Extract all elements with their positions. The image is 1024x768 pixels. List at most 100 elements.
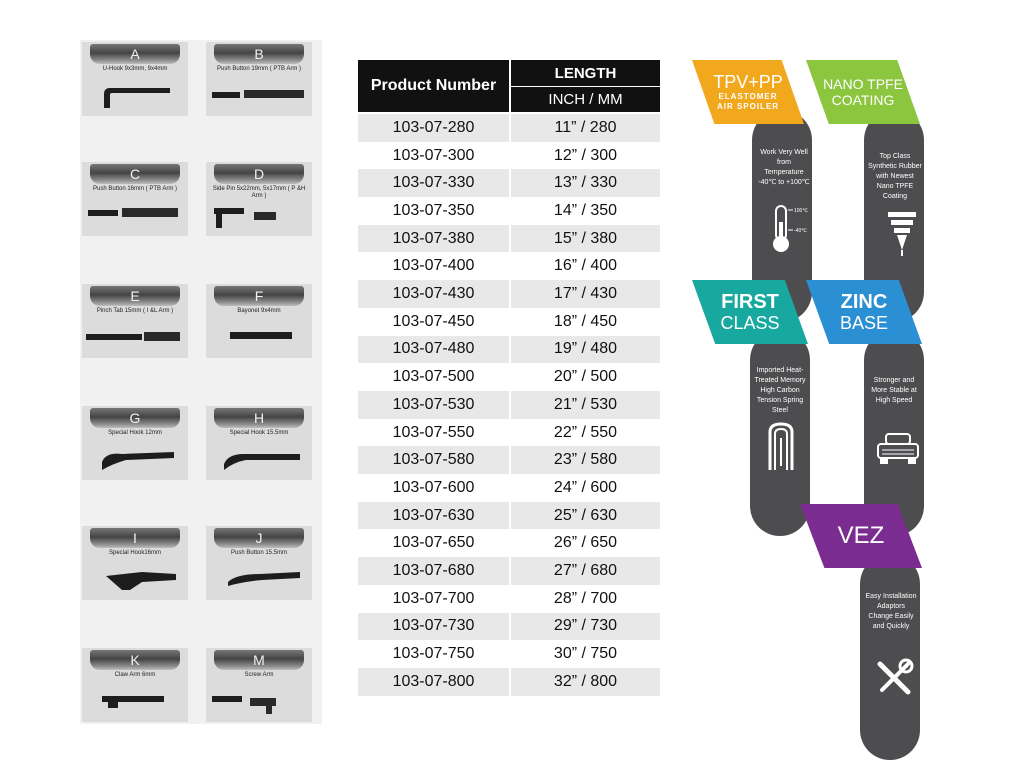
adapter-letter: A (130, 46, 140, 62)
adapter-image (224, 454, 300, 470)
first-class-title-1: FIRST (721, 291, 779, 313)
spring-steel-icon (768, 422, 794, 470)
adapter-letter: E (130, 288, 140, 304)
adapter-image (106, 572, 176, 590)
adapter-tray (90, 528, 180, 548)
length-cell: 13” / 330 (553, 174, 618, 192)
length-cell: 21” / 530 (553, 395, 618, 413)
tpv-banner: TPV+PP ELASTOMER AIR SPOILER (692, 60, 804, 124)
length-cell: 25” / 630 (553, 506, 618, 524)
adapter-image (104, 88, 170, 108)
nano-title-1: NANO TPFE (823, 76, 903, 92)
length-cell: 23” / 580 (553, 451, 618, 469)
table-row: 103-07-350 14” / 350 (358, 197, 660, 225)
product-number-cell: 103-07-430 (392, 285, 475, 303)
nano-title-2: COATING (831, 92, 895, 108)
product-number-cell: 103-07-480 (392, 340, 475, 358)
tpv-subtitle-2: AIR SPOILER (716, 102, 780, 111)
adapter-letter: B (254, 46, 264, 62)
length-cell: 18” / 450 (553, 312, 618, 330)
adapter-card-i: I Special Hook16mm (82, 526, 188, 600)
length-cell: 28” / 700 (553, 589, 618, 607)
table-row: 103-07-480 19” / 480 (358, 335, 660, 364)
adapter-image (212, 696, 276, 714)
vez-description: Easy Installation Adaptors Change Easily… (865, 593, 917, 630)
thermometer-icon: 100℃ -40℃ (773, 205, 808, 252)
adapter-image (86, 332, 180, 341)
length-cell: 19” / 480 (553, 340, 618, 358)
adapter-description: Special Hook 15.5mm (229, 430, 289, 436)
product-number-cell: 103-07-400 (392, 257, 475, 275)
car-icon (877, 433, 919, 464)
adapter-description: Side Pin 5x22mm, 5x17mm ( P &H Arm ) (212, 186, 306, 199)
adapter-panel (80, 40, 322, 724)
adapter-description: Special Hook16mm (108, 550, 162, 556)
product-number-cell: 103-07-700 (392, 589, 475, 607)
adapter-letter: J (255, 530, 263, 546)
length-cell: 22” / 550 (553, 423, 618, 441)
product-number-cell: 103-07-500 (392, 368, 475, 386)
length-cell: 30” / 750 (553, 645, 618, 663)
table-row: 103-07-700 28” / 700 (358, 584, 660, 613)
tpv-description: Work Very Well from Temperature -40℃ to … (758, 149, 810, 186)
length-cell: 14” / 350 (553, 201, 618, 219)
first-class-description: Imported Heat-Treated Memory High Carbon… (754, 367, 806, 414)
adapter-letter: K (130, 652, 140, 668)
product-number-cell: 103-07-380 (392, 229, 475, 247)
length-cell: 27” / 680 (553, 562, 618, 580)
adapter-image (214, 208, 276, 228)
spray-nozzle-icon (888, 212, 916, 256)
product-number-cell: 103-07-650 (392, 534, 475, 552)
adapter-letter: H (253, 410, 265, 426)
length-cell: 17” / 430 (553, 285, 618, 303)
product-number-cell: 103-07-350 (392, 201, 475, 219)
adapter-card-h: H Special Hook 15.5mm (206, 406, 312, 480)
adapter-letter: F (254, 288, 264, 304)
nano-banner: NANO TPFE COATING (806, 60, 920, 124)
adapter-tray (90, 286, 180, 306)
table-row: 103-07-630 25” / 630 (358, 501, 660, 530)
length-cell: 24” / 600 (553, 478, 618, 496)
product-number-header: Product Number (358, 60, 509, 112)
therm-high-label: 100℃ (794, 208, 808, 214)
adapter-tray (214, 44, 304, 64)
adapter-letter: I (133, 530, 137, 546)
product-number-cell: 103-07-630 (392, 506, 475, 524)
product-number-cell: 103-07-600 (392, 478, 475, 496)
adapter-card-d: D Side Pin 5x22mm, 5x17mm ( P &H Arm ) (206, 162, 312, 236)
adapter-tray (214, 650, 304, 670)
adapter-description: Pinch Tab 15mm ( I &L Arm ) (96, 308, 174, 314)
length-cell: 15” / 380 (553, 229, 618, 247)
product-number-cell: 103-07-300 (392, 146, 475, 164)
adapter-tray (214, 408, 304, 428)
adapter-card-e: E Pinch Tab 15mm ( I &L Arm ) (82, 284, 188, 358)
adapter-card-k: K Claw Arm 6mm (82, 648, 188, 722)
nano-description: Top Class Synthetic Rubber with Newest N… (868, 153, 922, 200)
adapter-image (102, 452, 174, 470)
adapter-image (88, 208, 178, 217)
adapter-tray (90, 650, 180, 670)
adapter-tray (90, 164, 180, 184)
adapter-tray (214, 286, 304, 306)
adapter-description: Claw Arm 6mm (114, 672, 156, 678)
length-cell: 11” / 280 (554, 118, 617, 136)
adapter-letter: D (253, 166, 265, 182)
product-number-cell: 103-07-800 (392, 672, 475, 690)
tools-icon (877, 658, 914, 695)
